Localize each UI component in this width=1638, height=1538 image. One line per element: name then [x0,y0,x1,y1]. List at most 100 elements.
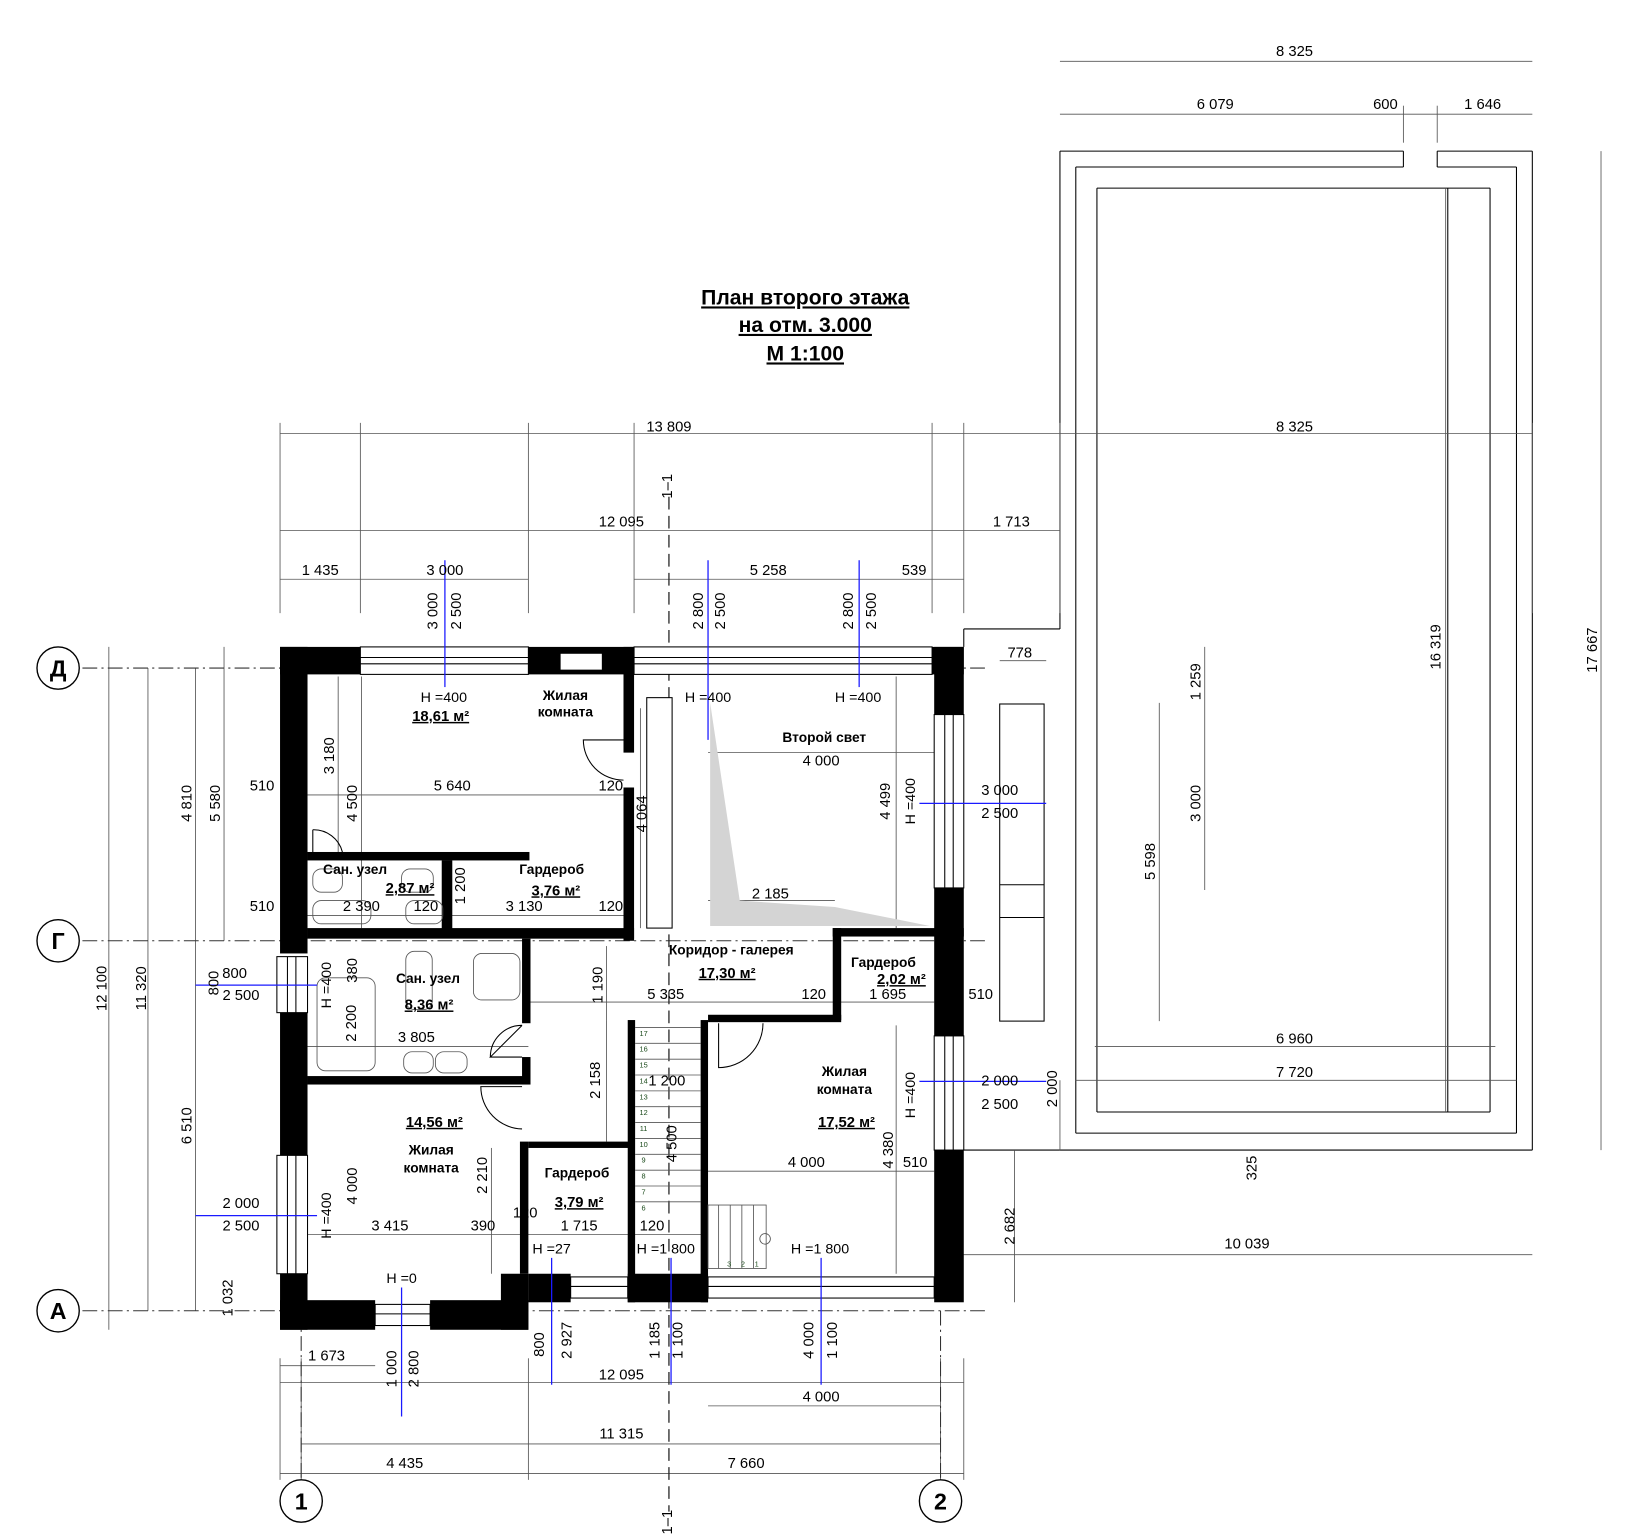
room-name: Жилая [408,1142,454,1157]
door-swing [489,1024,523,1058]
room-name: комната [404,1160,460,1175]
dimension-label: 2 500 [713,592,729,629]
dimension-label: 4 064 [635,795,651,832]
room-area: 17,30 м² [699,966,756,982]
dimension-label: 120 [513,1206,538,1222]
dimension-label: 1 646 [1464,97,1501,113]
dimension-label: 1 695 [869,987,906,1003]
room-name: комната [538,705,594,720]
dimension-label: 1 259 [1188,663,1204,700]
dimension-label: 510 [250,899,275,915]
dimension-label: 778 [1007,645,1032,661]
dimension-label: 2 158 [588,1062,604,1099]
stair-step-number: 8 [642,1172,646,1181]
wall [832,928,842,1021]
window [276,1154,309,1275]
wall [627,1020,636,1303]
dimension-label: 2 500 [981,806,1018,822]
dimension-label: 800 [222,966,247,982]
wall [519,1141,529,1274]
dimension-label: 6 510 [179,1107,195,1144]
dimension-label: 17 667 [1585,627,1601,672]
dimension-label: 4 500 [664,1125,680,1162]
window [933,1035,965,1151]
wall [280,1012,308,1156]
dimension-label: 3 000 [981,783,1018,799]
axis-bubble [36,646,80,690]
axis-bubble [36,918,80,963]
dimension-label: 4 500 [345,785,361,822]
dimension-label: 2 000 [1045,1070,1061,1107]
window [633,646,933,675]
dimension-label: 120 [598,899,623,915]
dimension-label: 1 673 [308,1348,345,1364]
room-area: 3,79 м² [555,1195,604,1211]
axis-label-A: А [50,1298,67,1324]
door-swing [480,1086,523,1130]
wall [627,1273,709,1303]
stair-step-number: 16 [639,1045,647,1054]
dimension-label: 539 [902,563,927,579]
dimension-label: 2 185 [752,886,789,902]
sanitary-fixture [405,950,433,1010]
dimension-label: 5 580 [208,785,224,822]
site-outline [963,150,1533,1151]
room-name: Жилая [821,1064,867,1079]
room-name: Гардероб [851,955,916,970]
wall [307,851,530,861]
height-mark: H =27 [532,1242,570,1258]
dimension-label: 2 800 [406,1350,422,1387]
stair-step-number: 14 [639,1076,647,1085]
dimension-label: 2 500 [864,592,880,629]
dimension-label: 8 325 [1276,44,1313,60]
axis-label-one: 1 [295,1488,308,1514]
room-area: 18,61 м² [412,709,469,725]
dimension-label: 600 [1373,97,1398,113]
wall [623,646,635,753]
room-area: 8,36 м² [405,997,454,1013]
door-swing [718,1023,764,1069]
wall [934,646,964,715]
room-area: 14,56 м² [406,1115,463,1131]
room-name: Второй свет [782,730,866,745]
dimension-label: 1 435 [302,563,339,579]
dimension-label: 2 390 [343,899,380,915]
stair-step-number: 15 [639,1061,647,1070]
dimension-label: 2 200 [344,1005,360,1042]
dimension-label: 800 [207,971,223,996]
stair-step-number: 13 [639,1092,647,1101]
dimension-label: 1 715 [561,1218,598,1234]
height-mark: H =400 [903,778,919,824]
dimension-label: 4 380 [881,1132,897,1169]
plan-title-line-2: на отм. 3.000 [739,314,872,337]
dimension-label: 12 095 [599,1367,644,1383]
dimension-label: 5 640 [434,779,471,795]
dimension-label: 4 000 [803,753,840,769]
dimension-label: 16 319 [1428,624,1444,669]
dimension-label: 3 415 [371,1218,408,1234]
section-mark-bottom: 1–1 [660,1510,676,1535]
room-name: комната [817,1082,873,1097]
wall [934,887,964,1036]
railing [646,697,673,929]
dimension-label: 1 185 [647,1322,663,1359]
wall [832,928,964,937]
dimension-label: 2 682 [1003,1208,1019,1245]
sanitary-fixture [312,868,343,893]
room-name: Жилая [542,688,588,703]
dimension-label: 4 499 [878,783,894,820]
dimension-label: 325 [1245,1156,1261,1181]
dimension-label: 6 079 [1197,97,1234,113]
height-mark: H =1 800 [637,1242,695,1258]
window [570,1276,629,1299]
dimension-label: 5 258 [750,563,787,579]
dimension-label: 8 325 [1276,419,1313,435]
dimension-label: 1 032 [220,1280,236,1317]
dimension-label: 4 000 [788,1155,825,1171]
dimension-label: 120 [801,987,826,1003]
stair-step-number: 2 [741,1259,745,1268]
room-name: Гардероб [519,862,584,877]
stair-newel [759,1233,771,1245]
dimension-label: 2 927 [560,1322,576,1359]
lower-stair-flight [707,1204,767,1269]
